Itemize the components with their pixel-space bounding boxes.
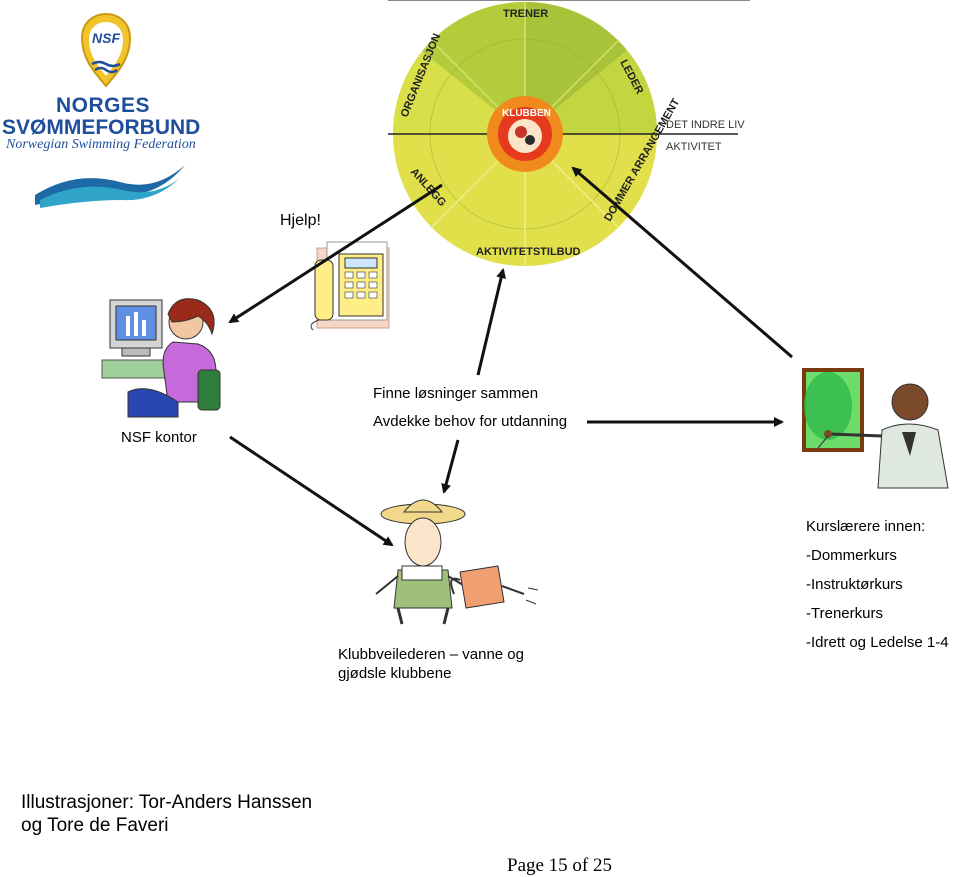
club-wheel: TRENER LEDER DOMMER ARRANGEMENT AKTIVITE… [388, 2, 745, 266]
instructors-item: -Instruktørkurs [806, 576, 903, 593]
nsf-badge-icon [80, 12, 132, 88]
instructors-item: -Idrett og Ledelse 1-4 [806, 634, 949, 651]
side-label-inner-life: DET INDRE LIV [666, 119, 745, 131]
club-advisor-label-2: gjødsle klubbene [338, 665, 452, 682]
find-solutions-label: Finne løsninger sammen [373, 385, 539, 402]
logo-line2: SVØMMEFORBUND [2, 116, 201, 139]
wave-icon [35, 165, 185, 208]
nsf-logo: NSF NORGES SVØMMEFORBUND Norwegian Swimm… [0, 0, 220, 210]
instructors-item: -Trenerkurs [806, 605, 883, 622]
club-advisor-label-1: Klubbveilederen – vanne og [338, 646, 524, 663]
wheel-center-label: KLUBBEN [502, 108, 551, 119]
logo-line1: NORGES [56, 94, 151, 117]
gardener-icon [375, 499, 539, 625]
side-label-activity: AKTIVITET [666, 141, 722, 153]
phone-icon [310, 241, 390, 331]
credits-line1: Illustrasjoner: Tor-Anders Hanssen [21, 792, 313, 813]
office-worker-icon [101, 298, 221, 418]
arrow-office-to-gardener [229, 435, 394, 547]
credits-line2: og Tore de Faveri [21, 815, 169, 836]
arrow-wheel-to-office [228, 183, 443, 324]
wheel-segment-aktivitet: AKTIVITETSTILBUD [476, 246, 581, 258]
arrow-middle-to-gardener [441, 439, 460, 494]
uncover-needs-label: Avdekke behov for utdanning [373, 413, 568, 430]
instructors-title: Kurslærere innen: [806, 518, 926, 535]
arrow-lecturer-to-wheel [571, 166, 793, 359]
instructors-item: -Dommerkurs [806, 547, 897, 564]
nsf-office-label: NSF kontor [121, 429, 197, 446]
wheel-segment-trener: TRENER [503, 8, 548, 20]
arrow-middle-to-wheel [476, 268, 507, 376]
top-rule [388, 0, 750, 1]
logo-badge-text: NSF [92, 30, 120, 46]
lecturer-icon [802, 368, 949, 489]
page-number: Page 15 of 25 [507, 855, 613, 876]
logo-line3: Norwegian Swimming Federation [6, 137, 196, 152]
help-label: Hjelp! [280, 212, 321, 229]
